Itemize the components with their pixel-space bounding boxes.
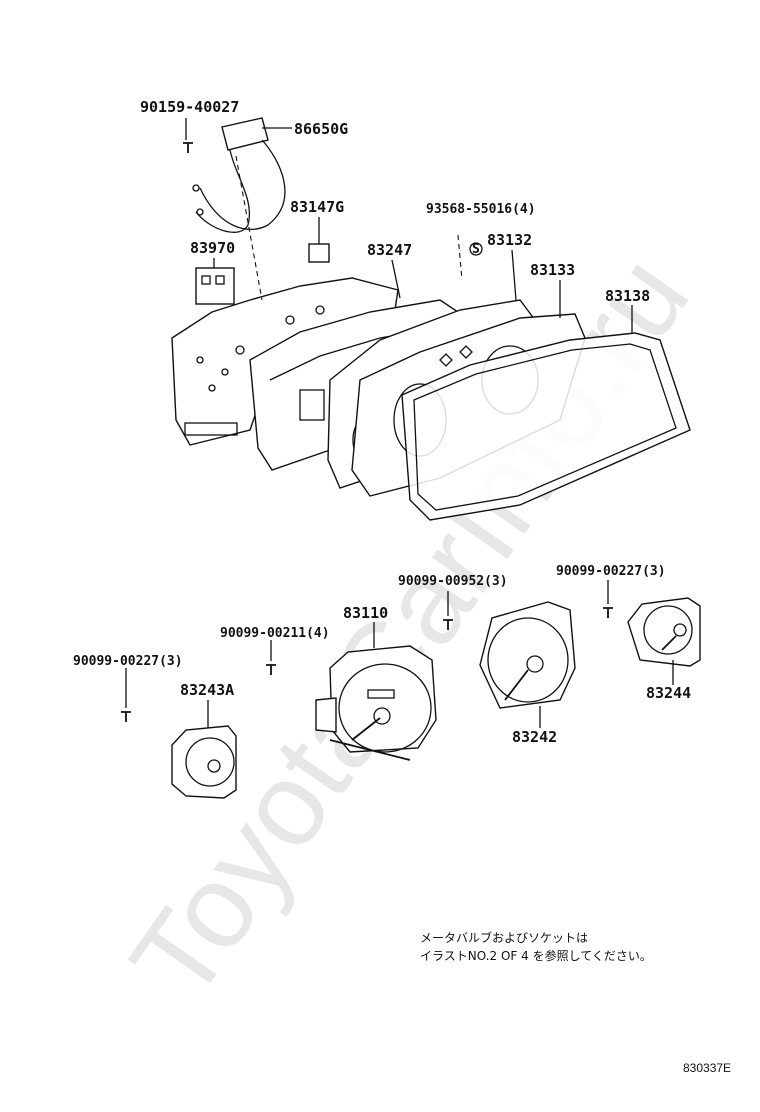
label-90099-00211: 90099-00211(4) <box>220 626 330 641</box>
label-83244: 83244 <box>646 684 691 702</box>
screw-90099-227-left <box>121 711 131 722</box>
screw-s-mark: S <box>472 242 480 257</box>
note-text: メータバルブおよびソケットは イラストNO.2 OF 4 を参照してください。 <box>420 929 652 965</box>
tachometer-83110 <box>315 645 437 761</box>
screw-90099-211 <box>266 664 276 675</box>
screw-90099-952 <box>443 619 453 630</box>
label-83147g: 83147G <box>290 198 344 216</box>
cluster-glass <box>401 332 691 521</box>
label-93568-55016: 93568-55016(4) <box>426 202 536 217</box>
gauge-83244 <box>627 597 701 667</box>
note-line-2: イラストNO.2 OF 4 を参照してください。 <box>420 949 652 963</box>
label-90099-00227-left: 90099-00227(3) <box>73 654 183 669</box>
screw-90099-227-right <box>603 607 613 618</box>
fuel-gauge-83243a <box>171 725 237 799</box>
label-90099-00952: 90099-00952(3) <box>398 574 508 589</box>
label-83110: 83110 <box>343 604 388 622</box>
connector-83970 <box>195 267 235 305</box>
screw-93568 <box>469 242 483 256</box>
label-83132: 83132 <box>487 231 532 249</box>
speedometer-83242 <box>479 601 576 709</box>
note-line-1: メータバルブおよびソケットは <box>420 931 589 945</box>
diagram-code: 830337E <box>683 1061 732 1075</box>
screw-90159 <box>183 142 193 153</box>
label-83242: 83242 <box>512 728 557 746</box>
label-90099-00227-right: 90099-00227(3) <box>556 564 666 579</box>
label-83970: 83970 <box>190 239 235 257</box>
label-86650g: 86650G <box>294 120 348 138</box>
socket-83147g <box>308 243 330 263</box>
label-90159-40027: 90159-40027 <box>140 98 239 116</box>
label-83138: 83138 <box>605 287 650 305</box>
label-83133: 83133 <box>530 261 575 279</box>
label-83247: 83247 <box>367 241 412 259</box>
label-83243a: 83243A <box>180 681 234 699</box>
flasher-relay <box>192 117 286 233</box>
